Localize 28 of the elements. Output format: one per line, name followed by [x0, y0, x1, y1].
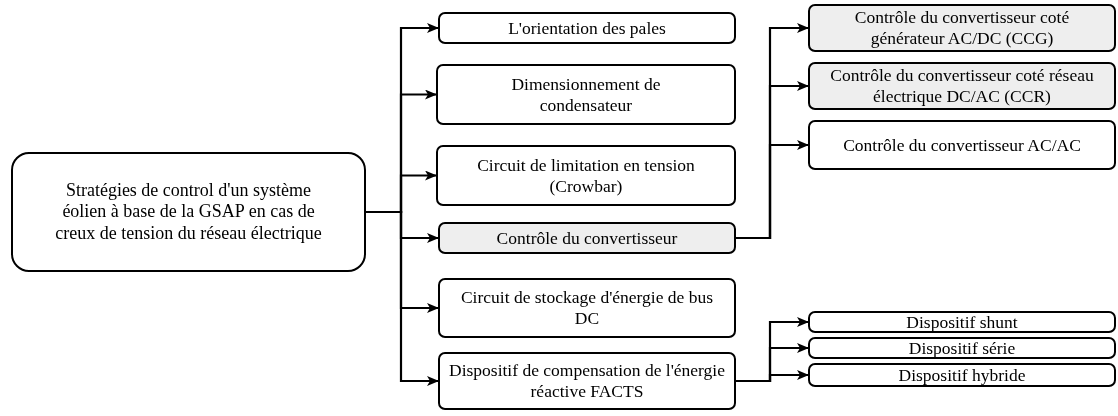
process-box [438, 222, 736, 254]
node-text: Dimensionnement de condensateur [510, 73, 662, 116]
node-text: Circuit de stockage d'énergie de bus DC [459, 287, 715, 329]
arrow [736, 140, 809, 240]
process-box [808, 62, 1116, 110]
process-box [808, 363, 1116, 387]
process-box [438, 352, 736, 410]
node-text: Contrôle du convertisseur coté générateur AC/DC (CCG) [853, 7, 1071, 49]
arrow [736, 370, 809, 383]
node-text: Dispositif série [908, 337, 1016, 359]
process-box [436, 145, 736, 206]
node-text: Contrôle du convertisseur coté réseau électrique DC/AC (CCR) [829, 65, 1095, 107]
process-box [438, 278, 736, 338]
node-text: Circuit de limitation en tension (Crowbar) [476, 154, 696, 197]
node-text: Dispositif shunt [906, 311, 1018, 333]
process-box [808, 337, 1116, 359]
node-text: Dispositif de compensation de l'énergie réactive FACTS [448, 360, 726, 402]
process-box [436, 64, 736, 125]
process-box [808, 4, 1116, 52]
node-text: Dispositif hybride [898, 364, 1026, 386]
node-text: Contrôle du convertisseur AC/AC [842, 134, 1082, 156]
node-text: L'orientation des pales [508, 17, 666, 39]
process-box [808, 311, 1116, 333]
process-box [808, 120, 1116, 170]
process-box [11, 152, 366, 272]
process-box [438, 12, 736, 44]
node-text: Stratégies de control d'un système éolien à base de la GSAP en cas de creux de tension du réseau électrique [54, 179, 323, 245]
node-text: Contrôle du convertisseur [496, 227, 678, 249]
